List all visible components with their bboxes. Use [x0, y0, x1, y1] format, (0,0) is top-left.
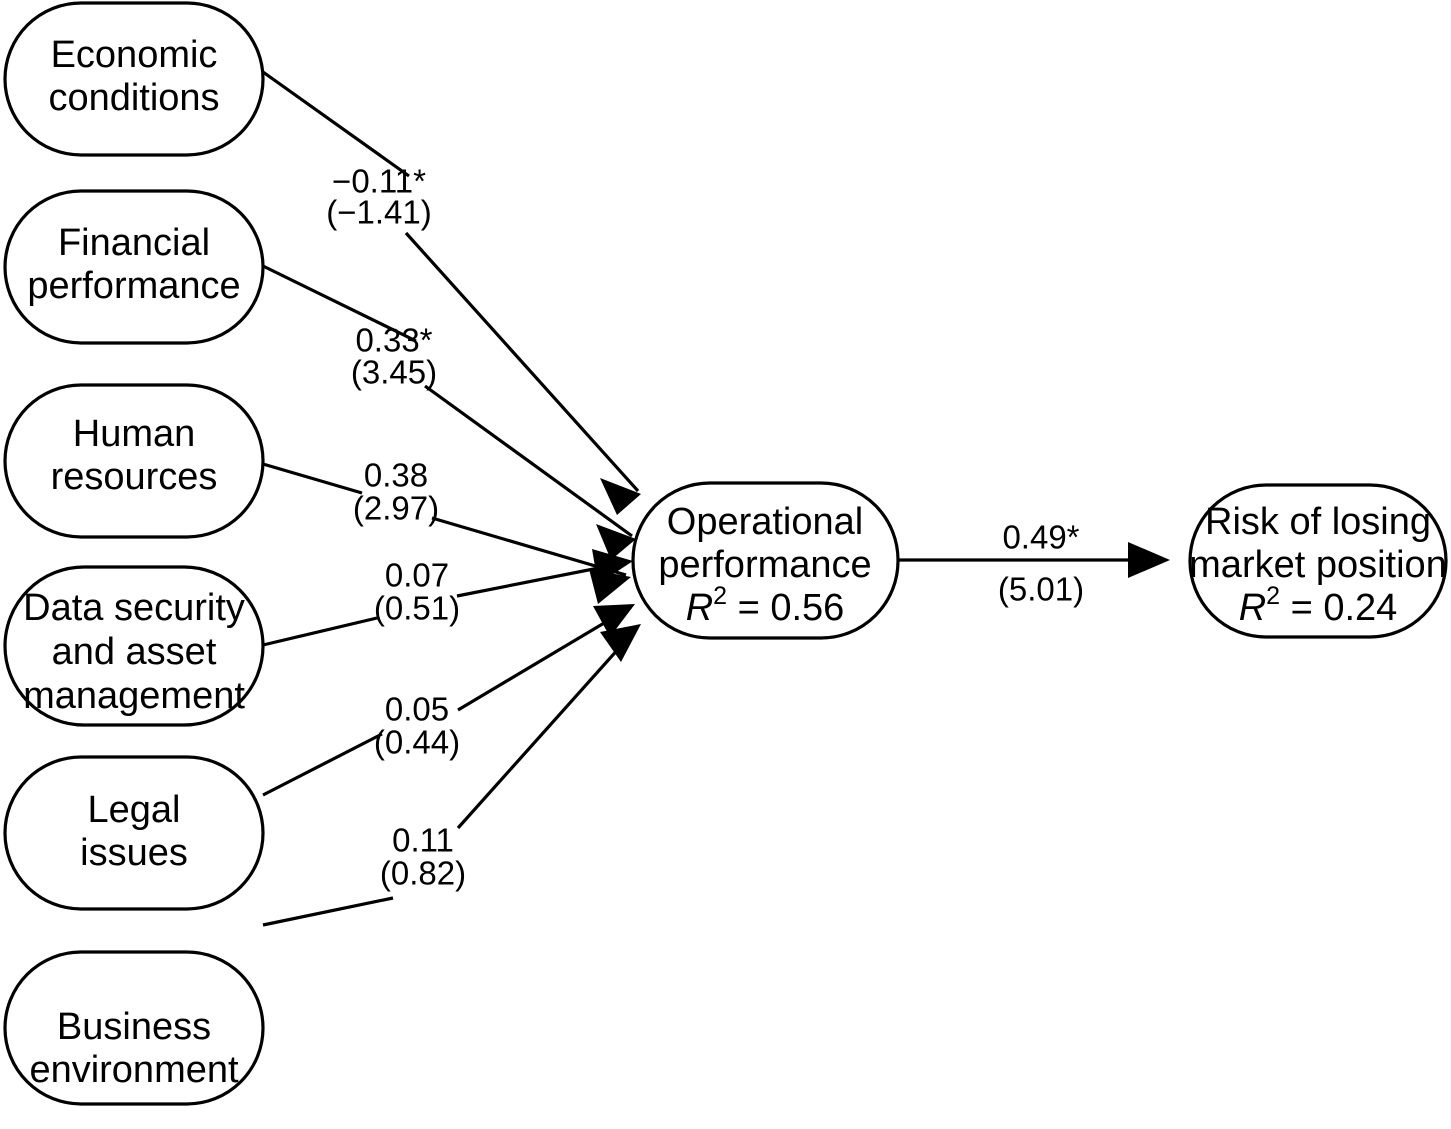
path-financial-performance-segment-a — [262, 264, 417, 343]
node-financial-performance-shape — [3, 189, 265, 345]
path-financial-performance — [262, 264, 636, 560]
path-label-human-resources-tvalue: (2.97) — [353, 490, 439, 527]
node-business-environment[interactable]: Business environment — [3, 950, 265, 1106]
path-label-data-security-tvalue: (0.51) — [374, 590, 460, 627]
path-economic-conditions-segment-a — [262, 70, 410, 178]
node-risk-r2-symbol: R — [1239, 587, 1266, 629]
node-economic-conditions[interactable]: Economic conditions — [3, 1, 265, 157]
node-risk-r2-value: = 0.24 — [1280, 587, 1397, 629]
path-label-operational-to-risk-tvalue: (5.01) — [998, 571, 1084, 608]
node-operational-performance-r2: R2 = 0.56 — [686, 582, 845, 629]
node-financial-performance[interactable]: Financial performance — [3, 189, 265, 345]
path-data-security-segment-a — [262, 616, 378, 647]
path-label-human-resources-coefficient: 0.38 — [364, 457, 428, 494]
node-human-resources-line-1: Human — [73, 413, 196, 455]
node-operational-performance-r2-exponent: 2 — [713, 582, 727, 610]
path-label-economic-conditions-coefficient: −0.11* — [332, 163, 426, 200]
path-business-environment-segment-b — [456, 626, 639, 830]
path-label-financial-performance-tvalue: (3.45) — [351, 354, 437, 391]
path-label-business-environment-tvalue: (0.82) — [380, 855, 466, 892]
node-legal-issues-line-2: issues — [80, 832, 188, 874]
node-operational-performance-line-2: performance — [658, 544, 871, 586]
path-legal-issues — [262, 604, 635, 797]
node-business-environment-shape — [3, 950, 265, 1106]
path-label-legal-issues-coefficient: 0.05 — [385, 691, 449, 728]
path-human-resources-segment-b — [431, 516, 627, 577]
path-label-financial-performance-coefficient: 0.33* — [355, 322, 432, 359]
path-label-business-environment-coefficient: 0.11 — [392, 822, 454, 859]
path-label-data-security-coefficient: 0.07 — [385, 557, 449, 594]
node-operational-performance[interactable]: Operational performance R2 = 0.56 — [631, 481, 900, 640]
path-human-resources-segment-a — [262, 462, 363, 495]
path-financial-performance-arrowhead — [596, 524, 636, 560]
path-business-environment-arrowhead — [600, 624, 641, 662]
path-legal-issues-arrowhead — [593, 604, 635, 637]
node-operational-performance-shape — [631, 481, 900, 640]
node-operational-performance-r2-value: = 0.56 — [727, 587, 844, 629]
node-legal-issues-line-1: Legal — [88, 789, 181, 831]
node-legal-issues-shape — [3, 755, 265, 911]
path-label-operational-to-risk-coefficient: 0.49* — [1002, 519, 1079, 556]
path-legal-issues-segment-b — [457, 605, 632, 712]
path-label-business-environment: 0.11 (0.82) — [380, 822, 466, 892]
node-economic-conditions-line-1: Economic — [51, 34, 218, 76]
node-operational-performance-r2-symbol: R — [686, 587, 713, 629]
path-financial-performance-segment-b — [424, 384, 633, 538]
node-risk-of-losing-market-position-r2: R2 = 0.24 — [1239, 582, 1398, 629]
node-economic-conditions-line-2: conditions — [48, 77, 219, 119]
node-legal-issues[interactable]: Legal issues — [3, 755, 265, 911]
node-risk-r2-exponent: 2 — [1266, 582, 1280, 610]
node-risk-of-losing-market-position-line-2: market position — [1189, 544, 1447, 586]
path-label-data-security: 0.07 (0.51) — [374, 557, 460, 627]
node-financial-performance-line-1: Financial — [58, 222, 210, 264]
path-label-legal-issues: 0.05 (0.44) — [374, 691, 460, 761]
node-risk-of-losing-market-position-shape — [1188, 483, 1448, 639]
path-economic-conditions-arrowhead — [600, 478, 641, 515]
path-business-environment-segment-a — [262, 896, 394, 927]
node-business-environment-line-2: environment — [29, 1049, 239, 1091]
node-data-security-asset-management-line-1: Data security — [23, 587, 245, 629]
path-label-human-resources: 0.38 (2.97) — [353, 457, 439, 527]
node-human-resources-shape — [3, 383, 265, 539]
node-data-security-asset-management-line-2: and asset — [52, 631, 217, 673]
node-business-environment-line-1: Business — [57, 1006, 211, 1048]
path-label-financial-performance: 0.33* (3.45) — [351, 322, 437, 391]
node-data-security-asset-management-line-3: management — [23, 675, 245, 717]
node-data-security-asset-management-shape — [3, 565, 265, 727]
path-economic-conditions-segment-b — [404, 231, 640, 493]
path-label-operational-to-risk: 0.49* (5.01) — [998, 519, 1084, 608]
node-data-security-asset-management[interactable]: Data security and asset management — [3, 565, 265, 727]
path-label-economic-conditions-tvalue: (−1.41) — [326, 194, 431, 231]
path-label-legal-issues-tvalue: (0.44) — [374, 724, 460, 761]
path-data-security — [262, 549, 633, 647]
node-financial-performance-line-2: performance — [27, 265, 240, 307]
node-risk-of-losing-market-position[interactable]: Risk of losing market position R2 = 0.24 — [1188, 483, 1448, 639]
path-data-security-arrowhead — [592, 549, 633, 584]
node-operational-performance-line-1: Operational — [667, 501, 863, 543]
path-legal-issues-segment-a — [262, 732, 383, 797]
node-human-resources-line-2: resources — [51, 456, 218, 498]
path-label-economic-conditions: −0.11* (−1.41) — [326, 163, 431, 231]
path-economic-conditions — [262, 70, 641, 515]
node-human-resources[interactable]: Human resources — [3, 383, 265, 539]
path-operational-to-risk — [898, 542, 1170, 578]
path-operational-to-risk-arrowhead — [1128, 542, 1170, 578]
node-risk-of-losing-market-position-line-1: Risk of losing — [1205, 501, 1431, 543]
path-business-environment — [262, 624, 641, 927]
node-economic-conditions-shape — [3, 1, 265, 157]
